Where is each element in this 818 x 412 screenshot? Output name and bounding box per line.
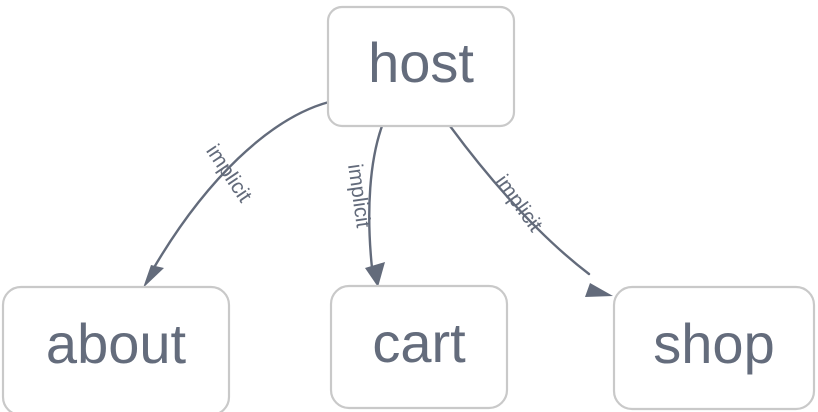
edge-host-shop-label: implicit [491,171,547,237]
node-host-label: host [368,31,474,94]
edge-host-about[interactable]: implicit [143,100,331,288]
node-host[interactable]: host [326,5,516,128]
edge-host-about-arrowhead-icon [143,265,164,288]
edge-host-shop-arrowhead-icon [585,283,613,297]
node-about-box[interactable] [1,285,231,412]
edge-host-shop[interactable]: implicit [448,124,613,297]
node-shop-box[interactable] [612,285,816,411]
node-shop-label: shop [653,312,774,375]
node-cart[interactable]: cart [329,284,509,410]
edge-host-shop-path [448,124,591,276]
edge-host-cart[interactable]: implicit [343,124,385,287]
node-shop[interactable]: shop [612,285,816,411]
node-cart-box[interactable] [329,284,509,410]
edge-host-cart-label: implicit [343,162,375,229]
node-about-label: about [46,312,187,375]
node-about[interactable]: about [1,285,231,412]
edge-host-about-path [150,100,331,273]
edge-layer: implicit implicit implicit [143,100,613,297]
edge-host-cart-path [368,124,384,270]
edge-host-cart-arrowhead-icon [365,262,385,287]
node-host-box[interactable] [326,5,516,128]
node-layer: host about cart shop [1,5,816,412]
node-cart-label: cart [372,311,466,374]
